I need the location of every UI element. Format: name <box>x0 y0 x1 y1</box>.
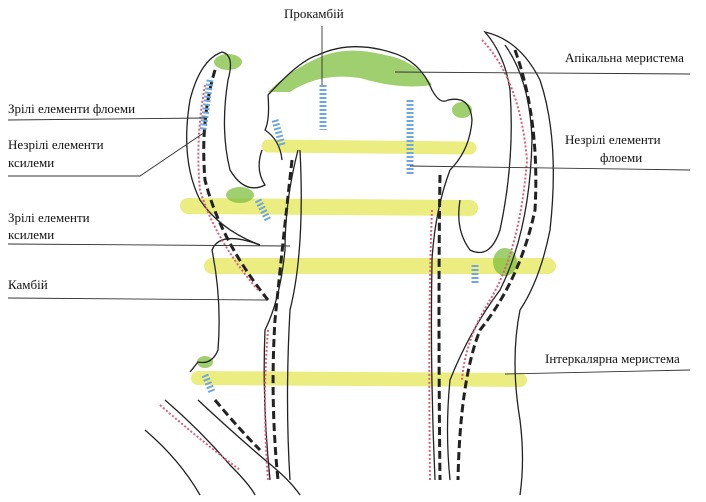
label-mature-xylem-line2: ксилеми <box>8 227 55 242</box>
label-immature-phloem-line2: флоеми <box>600 150 643 165</box>
intercalary-bands <box>180 139 556 387</box>
leader-lines <box>7 26 691 375</box>
band-1 <box>261 139 477 155</box>
label-cambium: Камбій <box>8 277 48 292</box>
band-2 <box>180 198 478 216</box>
label-mature-phloem: Зрілі елементи флоеми <box>8 101 136 116</box>
label-procambium: Прокамбій <box>284 6 344 21</box>
label-immature-xylem-line2: ксилеми <box>8 155 55 170</box>
band-4 <box>191 371 527 387</box>
label-intercalary-meristem: Інтеркалярна меристема <box>545 351 680 366</box>
label-immature-xylem-line1: Незрілі елементи <box>8 137 104 152</box>
label-mature-xylem-line1: Зрілі елементи <box>8 210 90 225</box>
apical-meristem-patches <box>197 50 517 368</box>
procambium-strands <box>199 79 479 394</box>
xylem-strands <box>202 49 538 481</box>
label-immature-phloem-line1: Незрілі елементи <box>565 132 661 147</box>
label-apical-meristem: Апікальна меристема <box>565 50 684 65</box>
